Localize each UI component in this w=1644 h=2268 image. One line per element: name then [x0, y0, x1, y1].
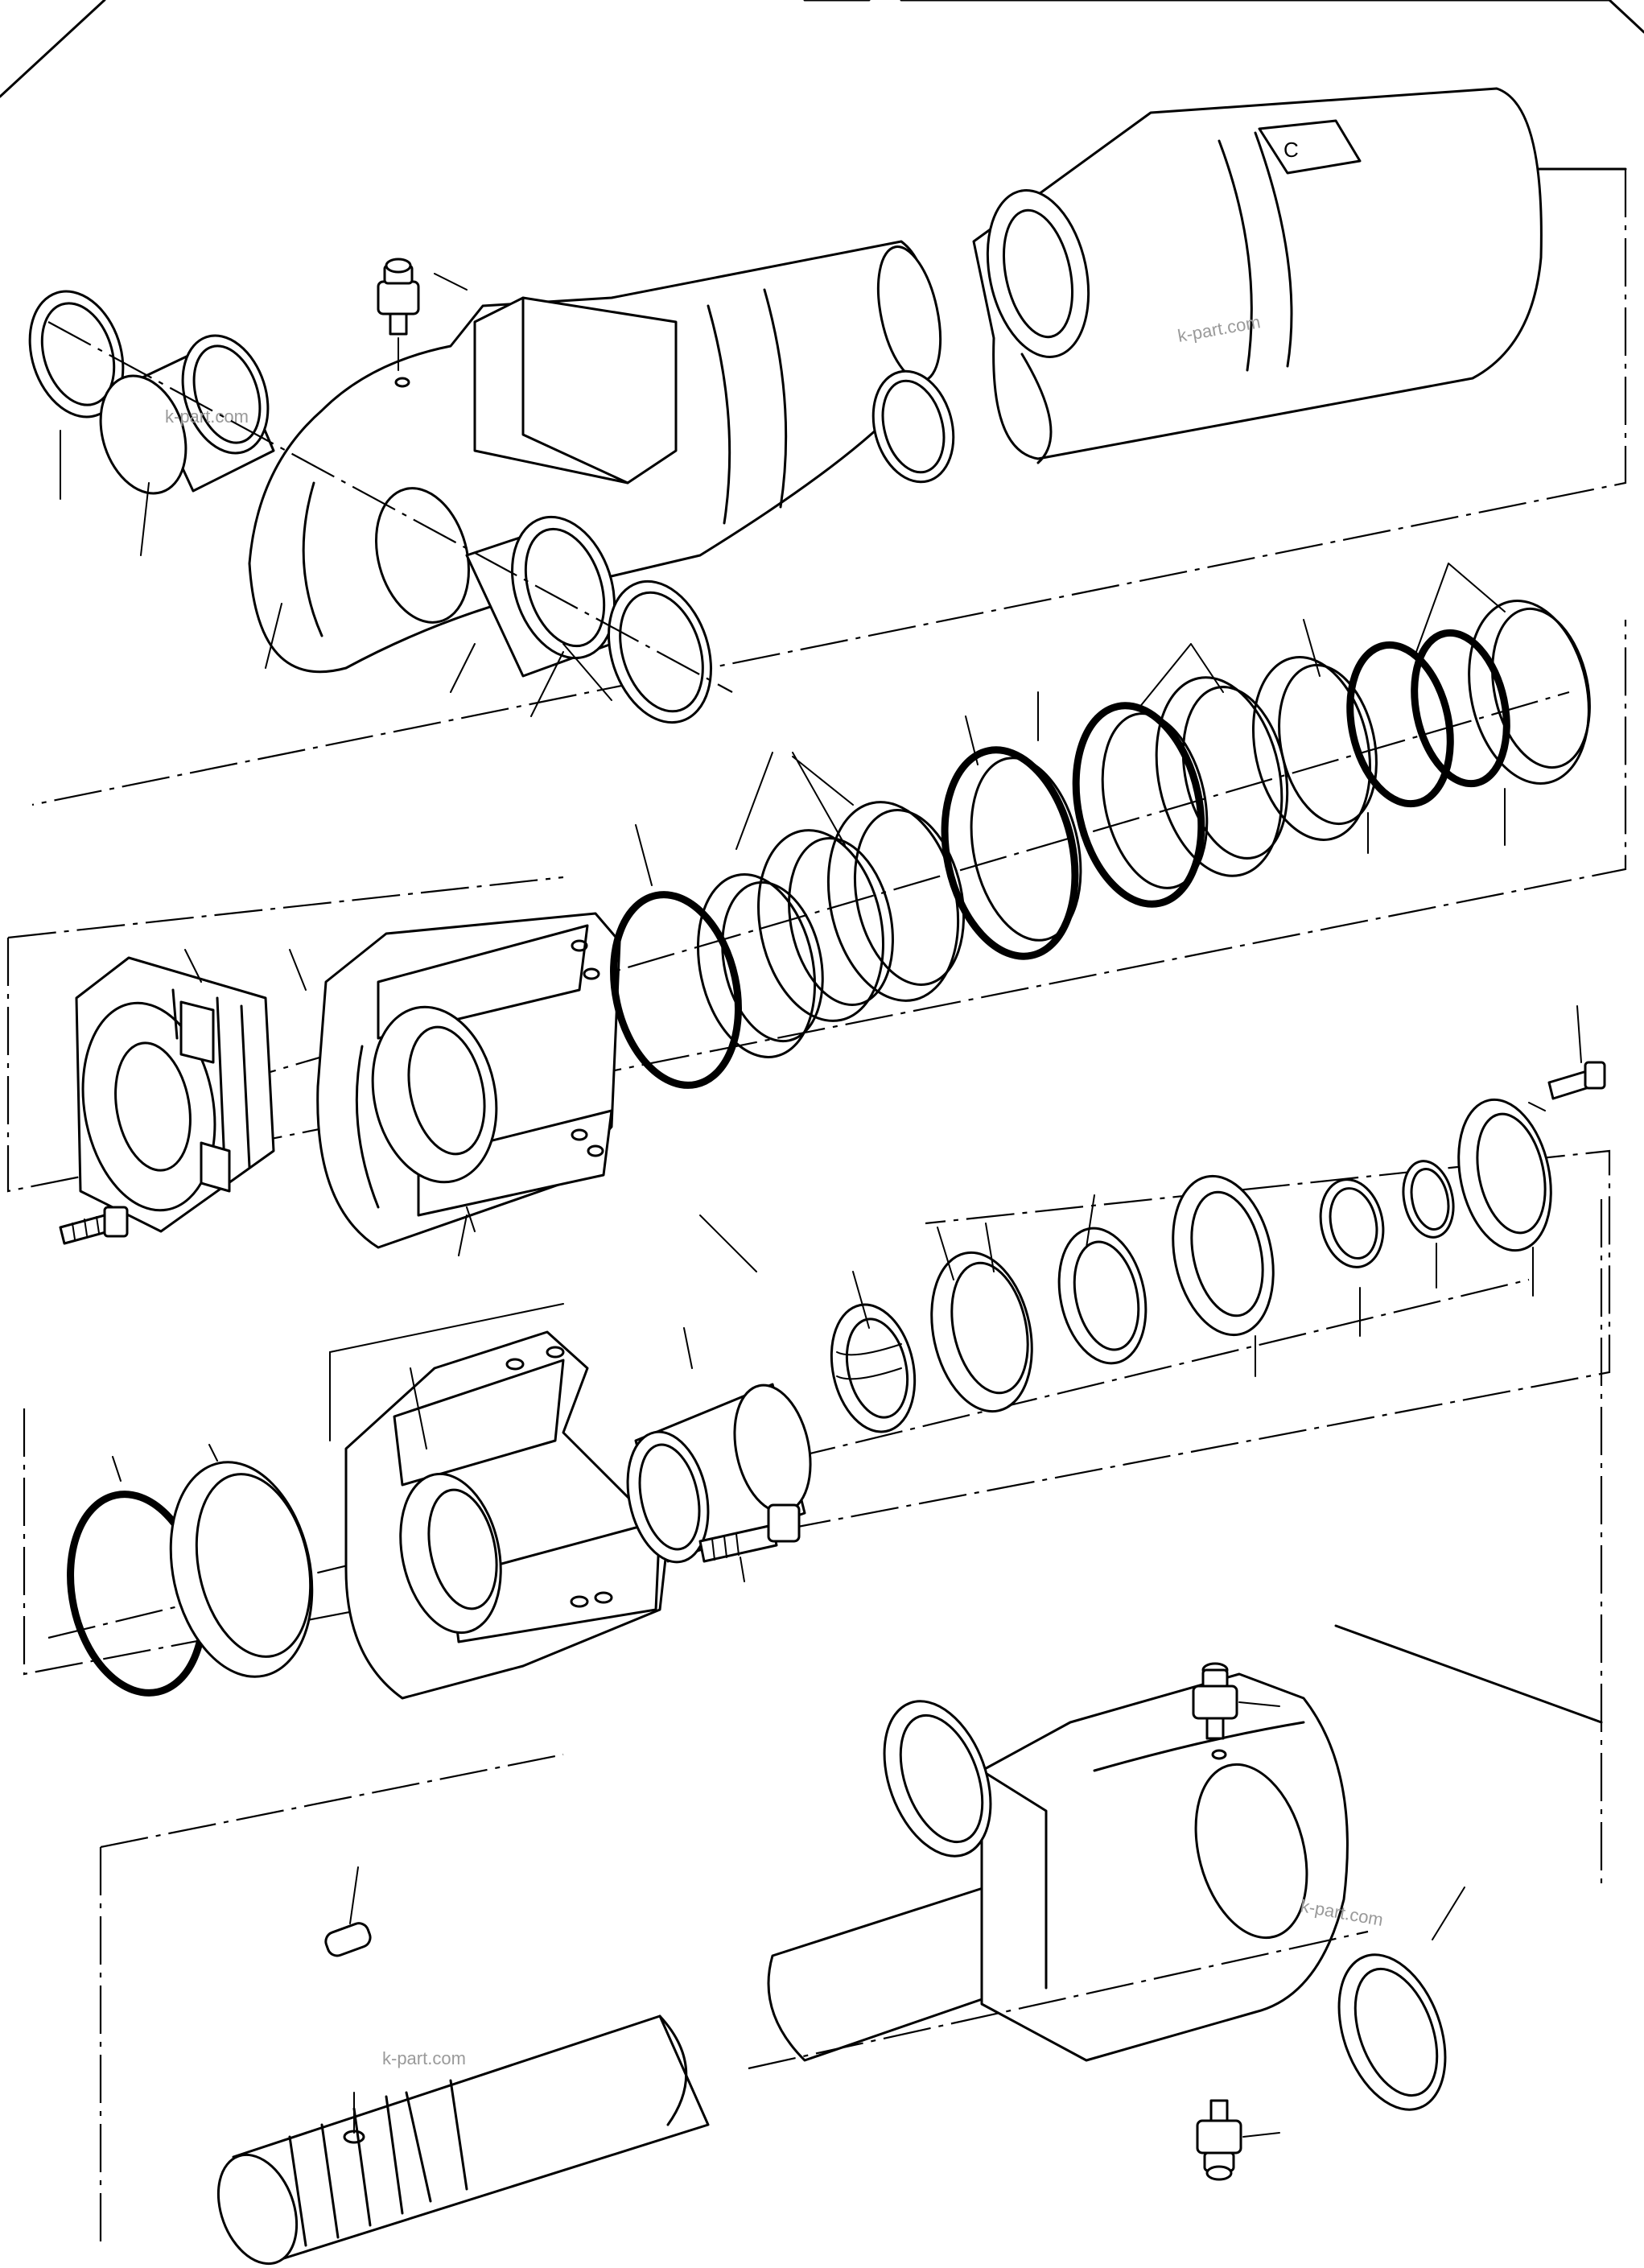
- cylinder-barrel-icon: [248, 240, 942, 674]
- bolt-icon: [59, 1206, 129, 1245]
- bushing-icon: [465, 515, 616, 678]
- snap-ring-icon: [608, 579, 712, 724]
- piston-icon: [316, 912, 621, 1249]
- grease-nipple-icon: [377, 258, 420, 388]
- watermark-text: k-part.com: [382, 2048, 466, 2068]
- cylinder-head-assembly: [47, 1005, 1606, 1700]
- cylinder-head-icon: [329, 1303, 670, 1700]
- nut-icon: [75, 956, 275, 1233]
- bushing-icon: [871, 369, 955, 484]
- seal-ring-icon: [830, 1098, 1552, 1433]
- grease-nipple-icon: [1196, 2099, 1280, 2181]
- cylinder-tube-assembly: C: [28, 87, 1543, 724]
- svg-text:C: C: [1283, 138, 1299, 162]
- bushing-icon: k-part.com: [99, 334, 275, 495]
- bolt-icon: [1528, 1005, 1606, 1111]
- piston-rod-assembly: k-part.com k-part.com: [216, 1662, 1465, 2266]
- seal-ring-icon: [610, 600, 1591, 1089]
- key-icon: [324, 1866, 372, 1957]
- rod-eye-icon: [767, 1662, 1349, 2181]
- bolt-icon: [698, 1503, 801, 1582]
- seal-ring-icon: [883, 1700, 1465, 2111]
- grease-nipple-icon: [1192, 1662, 1280, 1760]
- piston-rod-icon: [216, 2014, 710, 2266]
- bushing-icon: [626, 1327, 812, 1564]
- cylinder-tube-icon: C: [972, 87, 1543, 464]
- snap-ring-icon: [67, 1444, 314, 1697]
- piston-seal-assembly: [59, 563, 1591, 1256]
